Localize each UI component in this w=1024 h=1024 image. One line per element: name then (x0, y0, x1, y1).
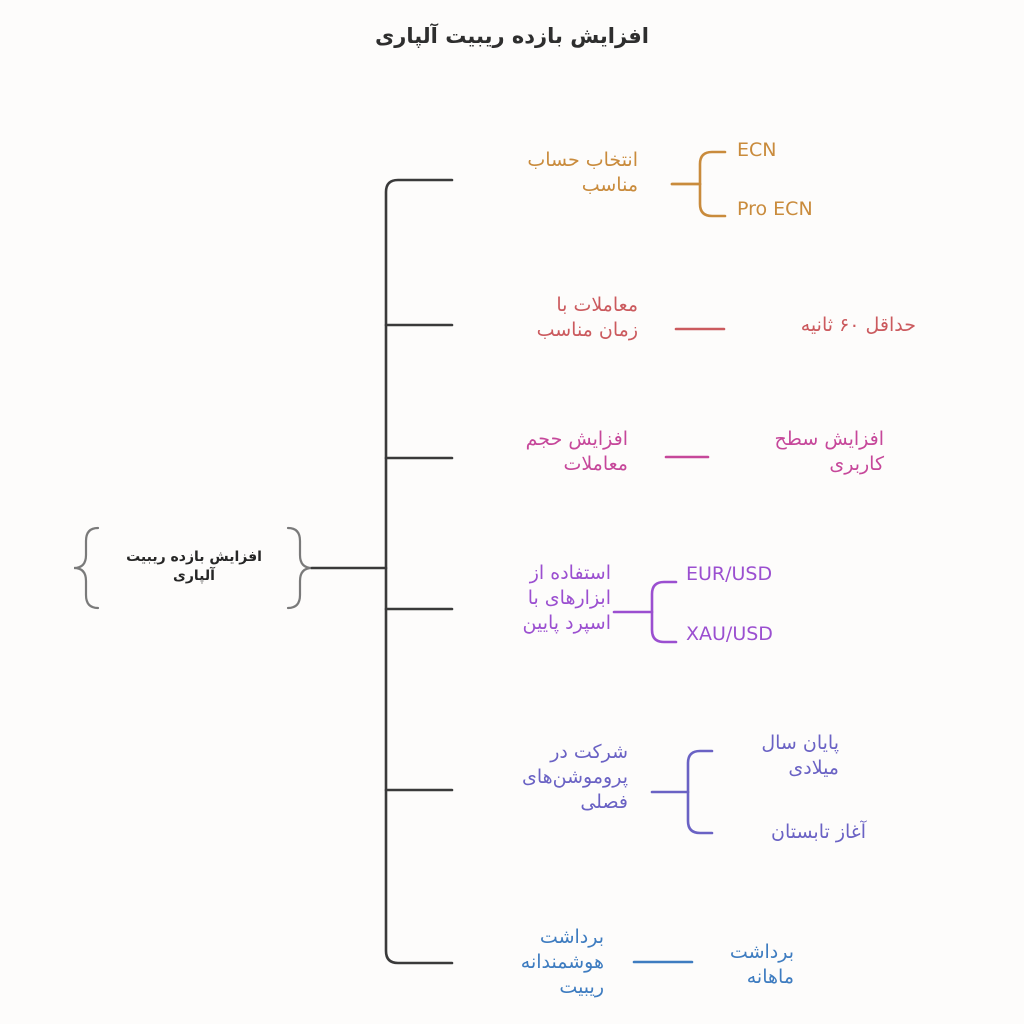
page-title: افزایش بازده ریبیت آلپاری (375, 24, 649, 48)
leaf-node-5-1[interactable]: پایان سال میلادی (761, 732, 839, 780)
leaf-node-6-1[interactable]: برداشت ماهانه (729, 941, 794, 989)
leaf-bracket-4 (650, 580, 678, 644)
leaf-node-2-1[interactable]: حداقل ۶۰ ثانیه (800, 314, 916, 336)
leaf-node-5-2[interactable]: آغاز تابستان (770, 821, 866, 843)
root-node[interactable]: افزایش بازده ریبیت آلپاری (126, 549, 262, 584)
leaf-node-4-1[interactable]: EUR/USD (686, 563, 773, 585)
branch-node-6[interactable]: برداشت هوشمندانه ریبیت (520, 926, 604, 999)
leaf-node-1-2[interactable]: Pro ECN (737, 198, 813, 220)
branch-node-3[interactable]: افزایش حجم معاملات (525, 428, 628, 476)
root-brace-left (73, 526, 100, 610)
leaf-node-4-2[interactable]: XAU/USD (686, 623, 773, 645)
branch-node-1[interactable]: انتخاب حساب مناسب (527, 149, 638, 197)
main-trunk (384, 178, 454, 965)
branch-node-5[interactable]: شرکت در پروموشن‌های فصلی (521, 741, 628, 814)
leaf-bracket-1 (698, 150, 727, 218)
branch-node-4[interactable]: استفاده از ابزارهای با اسپرد پایین (522, 562, 611, 635)
leaf-node-3-1[interactable]: افزایش سطح کاربری (774, 428, 884, 476)
root-brace-right (286, 526, 313, 610)
branch-node-2[interactable]: معاملات با زمان مناسب (536, 294, 638, 342)
leaf-node-1-1[interactable]: ECN (737, 139, 777, 161)
